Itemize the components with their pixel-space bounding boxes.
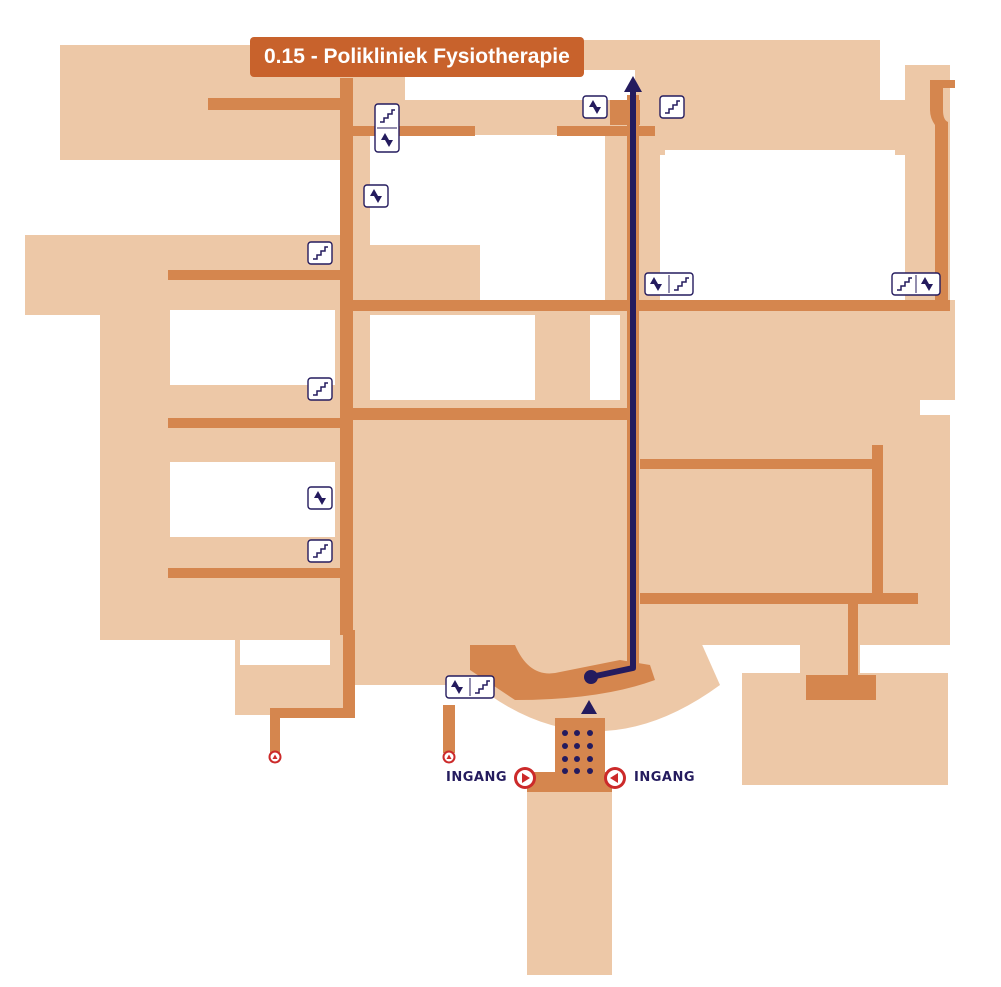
emergency-exit-icon xyxy=(268,750,282,764)
entrance-arrow-icon xyxy=(604,767,626,789)
route-start-dot xyxy=(584,670,598,684)
destination-label: 0.15 - Polikliniek Fysiotherapie xyxy=(250,37,584,77)
route-entrance-arrow xyxy=(581,700,597,714)
courtyards xyxy=(170,70,895,665)
elevator-icon xyxy=(363,184,389,208)
stairs-icon xyxy=(307,539,333,563)
entrance-footsteps xyxy=(562,730,593,774)
route-end-arrow xyxy=(624,76,642,92)
stairs-elevator-icon xyxy=(891,272,941,296)
emergency-exit-icon xyxy=(442,750,456,764)
elevator-stairs-icon xyxy=(644,272,694,296)
entrance-label-left: INGANG xyxy=(446,770,507,785)
stairs-icon xyxy=(307,377,333,401)
elevator-stairs-icon xyxy=(445,675,495,699)
entrance-arrow-icon xyxy=(514,767,536,789)
elevator-icon xyxy=(582,95,608,119)
elevator-icon xyxy=(307,486,333,510)
stairs-elevator-icon xyxy=(374,103,400,153)
stairs-icon xyxy=(307,241,333,265)
stairs-icon xyxy=(659,95,685,119)
entrance-label-right: INGANG xyxy=(634,770,695,785)
route-path xyxy=(581,76,642,714)
